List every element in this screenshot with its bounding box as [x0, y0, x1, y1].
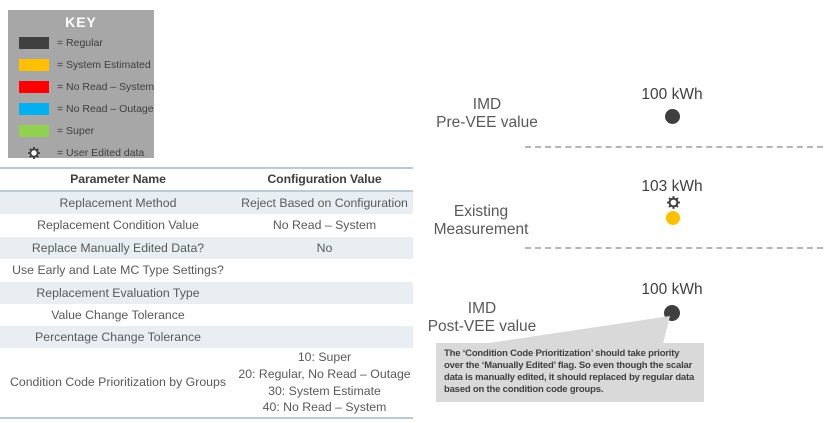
key-title: KEY: [65, 14, 97, 30]
key-item-user-edited: = User Edited data: [8, 142, 154, 164]
pre-vee-data-point: [665, 109, 680, 124]
column-header-configuration-value: Configuration Value: [267, 172, 382, 187]
no-read-system-color-swatch: [19, 81, 49, 93]
callout-pointer: [478, 310, 678, 351]
parameter-table: Parameter Name Configuration Value Repla…: [0, 167, 413, 419]
key-item-system-estimated: = System Estimated: [8, 54, 154, 76]
column-header-parameter-name: Parameter Name: [70, 172, 166, 187]
section-divider-dashed-line: [525, 146, 823, 148]
key-item-label: = Regular: [57, 37, 103, 49]
table-row: Percentage Change Tolerance: [0, 326, 413, 348]
table-header-row: Parameter Name Configuration Value: [0, 167, 413, 192]
table-row: Replace Manually Edited Data? No: [0, 237, 413, 259]
section-divider-dashed-line: [525, 247, 823, 249]
imd-post-vee-label: IMD Post-VEE value: [427, 300, 537, 335]
table-row: Replacement Evaluation Type: [0, 282, 413, 304]
user-edited-gear-icon: [666, 195, 681, 215]
key-item-label: = No Read – System: [57, 81, 155, 93]
key-item-no-read-system: = No Read – System: [8, 76, 154, 98]
table-row: Replacement Condition Value No Read – Sy…: [0, 214, 413, 237]
parameter-name-cell: Replace Manually Edited Data?: [31, 240, 205, 255]
pre-vee-value-label: 100 kWh: [641, 86, 703, 103]
key-item-label: = Super: [57, 125, 95, 137]
regular-color-swatch: [19, 37, 49, 49]
gear-icon: [19, 146, 49, 160]
key-item-no-read-outage: = No Read – Outage: [8, 98, 154, 120]
callout-note: The ‘Condition Code Prioritization’ shou…: [436, 343, 704, 402]
table-row: Value Change Tolerance: [0, 304, 413, 326]
key-item-super: = Super: [8, 120, 154, 142]
parameter-name-cell: Replacement Evaluation Type: [36, 285, 200, 300]
imd-pre-vee-label: IMD Pre-VEE value: [436, 96, 538, 131]
configuration-value-cell: 10: Super 20: Regular, No Read – Outage …: [238, 350, 411, 415]
parameter-name-cell: Replacement Condition Value: [37, 218, 199, 233]
table-row: Use Early and Late MC Type Settings?: [0, 259, 413, 282]
configuration-value-cell: Reject Based on Configuration: [241, 195, 408, 210]
parameter-name-cell: Replacement Method: [59, 195, 177, 210]
key-legend: KEY = Regular = System Estimated = No Re…: [8, 10, 154, 159]
key-item-label: = User Edited data: [57, 147, 145, 159]
post-vee-value-label: 100 kWh: [641, 281, 703, 298]
key-item-regular: = Regular: [8, 32, 154, 54]
parameter-name-cell: Value Change Tolerance: [51, 307, 185, 322]
parameter-name-cell: Percentage Change Tolerance: [35, 329, 201, 344]
parameter-name-cell: Condition Code Prioritization by Groups: [10, 375, 226, 390]
super-color-swatch: [19, 125, 49, 137]
table-row: Replacement Method Reject Based on Confi…: [0, 192, 413, 214]
system-estimated-color-swatch: [19, 59, 49, 71]
existing-measurement-value-label: 103 kWh: [641, 178, 703, 195]
parameter-name-cell: Use Early and Late MC Type Settings?: [12, 263, 224, 278]
configuration-value-cell: No: [316, 240, 333, 255]
existing-measurement-label: Existing Measurement: [433, 203, 529, 238]
existing-measurement-data-point: [666, 211, 680, 225]
key-item-label: = System Estimated: [57, 59, 151, 71]
configuration-value-cell: No Read – System: [272, 218, 377, 233]
table-row: Condition Code Prioritization by Groups …: [0, 348, 413, 419]
no-read-outage-color-swatch: [19, 103, 49, 115]
key-item-label: = No Read – Outage: [57, 103, 154, 115]
